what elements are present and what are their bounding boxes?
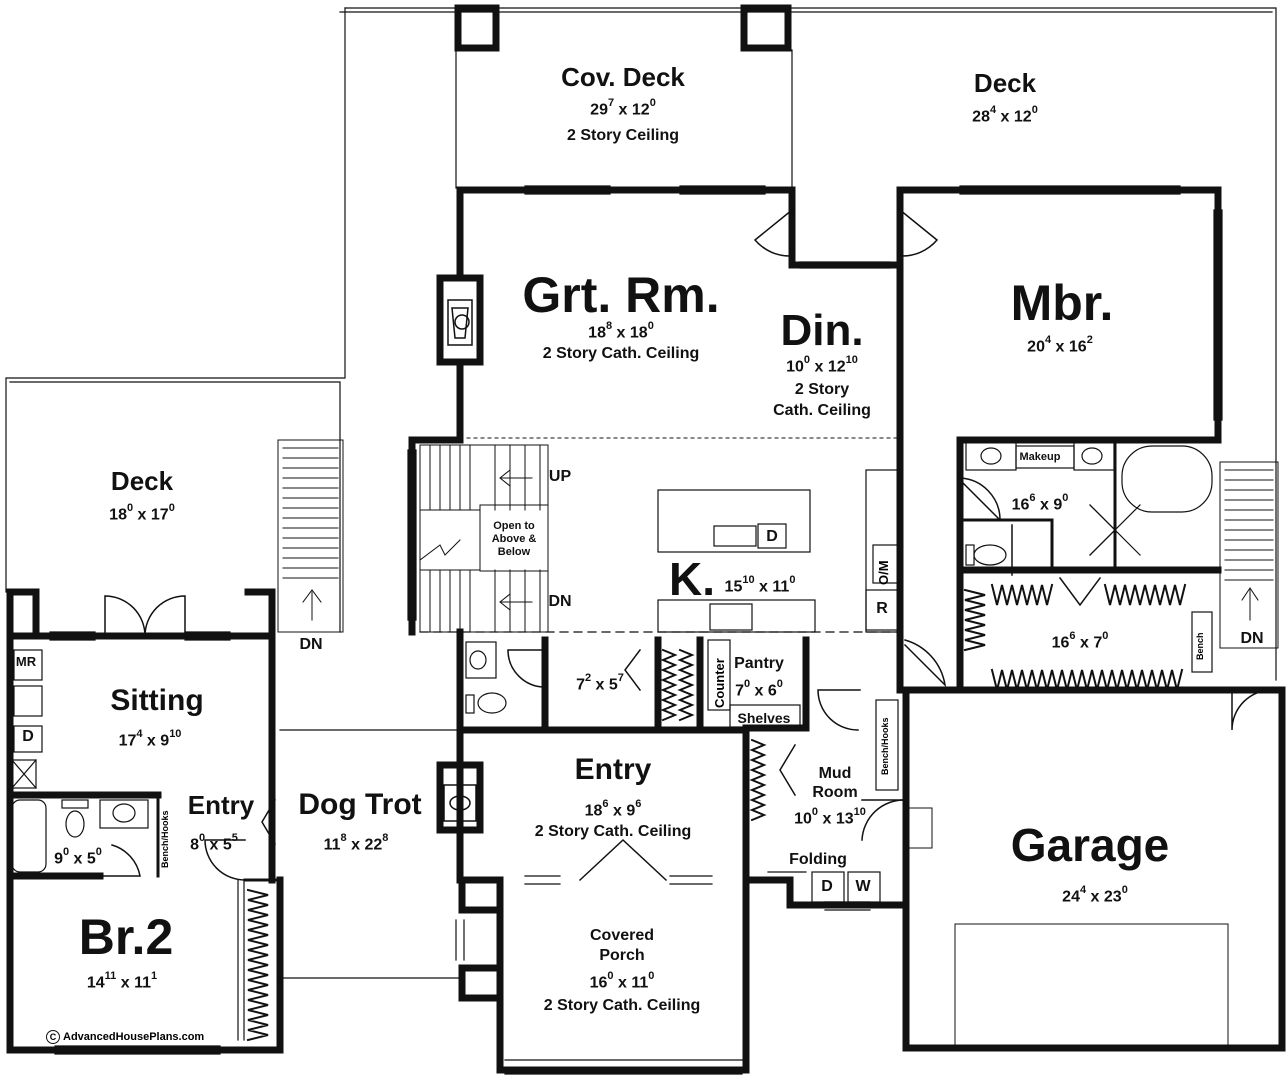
pantry-name: Pantry: [734, 655, 784, 672]
entry-main-dimensions: 186 x 96: [584, 798, 642, 820]
great-room-name: Grt. Rm.: [522, 267, 720, 323]
stairs-up-label: UP: [548, 468, 572, 485]
folding-label: Folding: [789, 851, 847, 868]
pantry-dimensions: 70 x 60: [735, 678, 783, 700]
dog-trot-dimensions: 118 x 228: [323, 832, 389, 854]
closet-rods: [246, 583, 1187, 1042]
sitting-dw-label: D: [22, 728, 34, 745]
sitting-dimensions: 174 x 910: [118, 728, 182, 750]
dining-note-2: Cath. Ceiling: [773, 402, 871, 419]
garage-dimensions: 244 x 230: [1062, 884, 1128, 906]
stairs-down-label: DN: [548, 593, 572, 610]
entry-left-dimensions: 80 x 55: [190, 832, 238, 854]
shelves-label: Shelves: [737, 710, 791, 726]
covered-porch-dimensions: 160 x 110: [589, 970, 655, 992]
kitchen-dimensions: 1510 x 110: [724, 574, 796, 596]
mud-room-dimensions: 100 x 1310: [794, 806, 866, 828]
windows: [49, 185, 1223, 1075]
dining-dimensions: 100 x 1210: [786, 354, 858, 376]
counter-label: Counter: [712, 658, 727, 708]
master-bedroom-name: Mbr.: [1010, 275, 1114, 331]
mud-room-name-1: Mud: [818, 765, 852, 782]
laundry-fixtures: [767, 611, 1213, 903]
kitchen-fixtures: [657, 469, 899, 728]
master-closet-dimensions: 166 x 70: [1051, 630, 1109, 652]
sitting-name: Sitting: [110, 684, 204, 717]
copyright-icon: C: [46, 1030, 60, 1044]
dining-name: Din.: [780, 306, 864, 355]
fireplaces: [443, 299, 477, 822]
open-to-above-1: Open to: [493, 520, 535, 532]
entry-main-name: Entry: [574, 753, 652, 786]
kitchen-name: K.: [669, 553, 715, 605]
entry-left-name: Entry: [187, 790, 255, 820]
bench-hooks-left-label: Bench/Hooks: [160, 810, 170, 868]
deck-right-dimensions: 284 x 120: [972, 104, 1038, 126]
cov-deck-name: Cov. Deck: [561, 62, 685, 92]
dog-trot-name: Dog Trot: [298, 788, 422, 821]
bath-fixtures: [11, 441, 1213, 873]
great-room-dimensions: 188 x 180: [588, 320, 654, 342]
mini-fridge-label: MR: [15, 654, 37, 669]
dogtrot-stairs-down-label: DN: [299, 636, 323, 653]
garage-stairs-down-label: DN: [1240, 630, 1264, 647]
deck-right-name: Deck: [973, 68, 1037, 98]
bath2-dimensions: 90 x 50: [54, 846, 102, 868]
entry-main-note: 2 Story Cath. Ceiling: [534, 823, 692, 840]
makeup-label: Makeup: [1019, 451, 1061, 463]
stairs: [277, 439, 1279, 649]
dishwasher-label: D: [766, 528, 778, 545]
bench-label: Bench: [1195, 632, 1205, 660]
bedroom2-name: Br.2: [78, 909, 174, 965]
covered-porch-name-1: Covered: [589, 927, 655, 944]
washer-label: W: [855, 878, 871, 895]
half-bath-dimensions: 72 x 57: [576, 672, 624, 694]
deck-left-name: Deck: [110, 466, 174, 496]
mud-room-name-2: Room: [812, 784, 858, 801]
doors: [99, 208, 1273, 882]
credit-text: AdvancedHousePlans.com: [63, 1031, 205, 1043]
garage-name: Garage: [1010, 819, 1170, 871]
bedroom2-dimensions: 1411 x 111: [86, 970, 158, 992]
master-bedroom-dimensions: 204 x 162: [1027, 334, 1093, 356]
covered-porch-name-2: Porch: [599, 947, 645, 964]
cov-deck-note: 2 Story Ceiling: [566, 127, 680, 144]
dining-note-1: 2 Story: [794, 381, 850, 398]
master-bath-dimensions: 166 x 90: [1011, 492, 1069, 514]
covered-porch-note: 2 Story Cath. Ceiling: [543, 997, 701, 1014]
deck-left-dimensions: 180 x 170: [109, 502, 175, 524]
great-room-note: 2 Story Cath. Ceiling: [542, 345, 700, 362]
open-to-above-2: Above &: [491, 533, 537, 545]
garage-door: [907, 807, 1229, 1049]
dryer-label: D: [821, 878, 833, 895]
oven-micro-label: O/M: [876, 560, 891, 585]
open-to-above-3: Below: [497, 546, 531, 558]
bench-hooks-mud-label: Bench/Hooks: [880, 717, 890, 775]
fridge-label: R: [876, 600, 888, 617]
cov-deck-dimensions: 297 x 120: [590, 97, 656, 119]
